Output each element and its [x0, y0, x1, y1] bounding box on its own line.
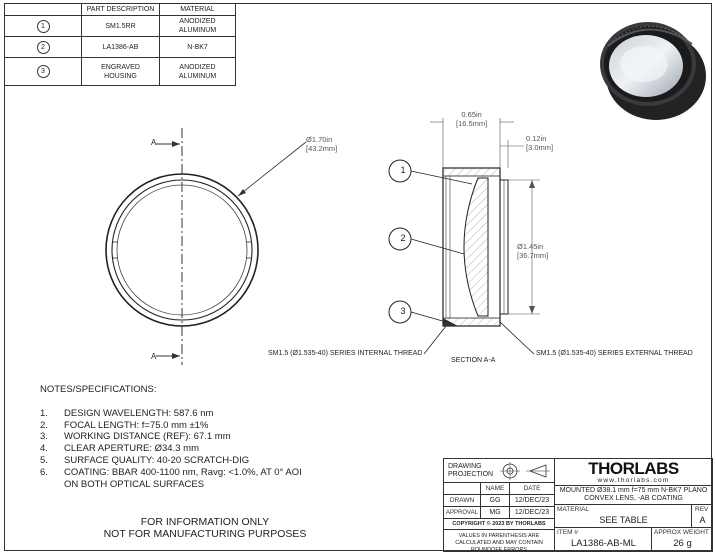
section-aa-label: SECTION A-A: [451, 357, 496, 364]
bom-row-desc: ENGRAVED HOUSING: [81, 57, 160, 86]
bom-header-material: MATERIAL: [159, 3, 236, 16]
iso-render-image: [600, 22, 706, 120]
disclaimer-line-1: FOR INFORMATION ONLY: [140, 516, 270, 528]
note-text: SURFACE QUALITY: 40-20 SCRATCH-DIG: [64, 454, 250, 466]
aperture-mm: [36.7mm]: [517, 251, 549, 260]
note-item: 2. FOCAL LENGTH: f=75.0 mm ±1%: [40, 420, 302, 432]
bom-row-material: ANODIZED ALUMINUM: [159, 57, 236, 86]
front-diameter-mm: [43.2mm]: [306, 144, 338, 153]
bom-header-num: [4, 3, 82, 16]
callout-3: 3: [400, 306, 406, 316]
bom-row-number: 2: [36, 40, 50, 54]
note-text: DESIGN WAVELENGTH: 587.6 nm: [64, 407, 214, 419]
logo-cell: THORLABS www.thorlabs.com: [555, 459, 713, 486]
part-description: MOUNTED Ø38.1 mm f=75 mm N-BK7 PLANO CON…: [555, 486, 713, 505]
depth-mm: [3.0mm]: [526, 143, 554, 152]
note-number: 3.: [40, 431, 48, 443]
front-diameter-dimension: Ø1.70in [43.2mm]: [306, 135, 337, 153]
note-text: ON BOTH OPTICAL SURFACES: [64, 478, 205, 490]
bom-row-number: 1: [36, 19, 50, 33]
weight-value: 26 g: [673, 538, 692, 549]
section-label-a-top: A: [151, 138, 157, 147]
bom-row: 1 SM1.5RR ANODIZED ALUMINUM: [4, 15, 236, 37]
bom-row-desc: LA1386-AB: [81, 36, 160, 58]
bom-row: 2 LA1386-AB N-BK7: [4, 36, 236, 58]
weight-cell: APPROX WEIGHT 26 g: [652, 528, 713, 552]
bom-row-desc: SM1.5RR: [81, 15, 160, 37]
blank-header-cell: [444, 483, 481, 495]
rev-label: REV: [695, 506, 709, 513]
bom-row-material: N-BK7: [159, 36, 236, 58]
depth-in: 0.12in: [526, 134, 547, 143]
approval-date: 12/DEC/23: [510, 507, 555, 519]
front-diameter-in: Ø1.70in: [306, 135, 333, 144]
width-dimension: 0.65in [16.5mm]: [456, 110, 487, 128]
drawn-name: GG: [481, 495, 510, 507]
disclaimer: FOR INFORMATION ONLY NOT FOR MANUFACTURI…: [100, 516, 310, 540]
bom-table: PART DESCRIPTION MATERIAL 1 SM1.5RR ANOD…: [4, 3, 236, 86]
note-item: 1. DESIGN WAVELENGTH: 587.6 nm: [40, 408, 302, 420]
material-value: SEE TABLE: [599, 515, 648, 525]
rev-cell: REV A: [692, 505, 713, 528]
callout-1: 1: [400, 165, 406, 175]
bom-row: 3 ENGRAVED HOUSING ANODIZED ALUMINUM: [4, 57, 236, 86]
item-value: LA1386-AB-ML: [571, 538, 636, 549]
note-number: [40, 479, 64, 491]
title-block: DRAWING PROJECTION NAME DATE DRAWN GG 12…: [443, 458, 713, 552]
thorlabs-website: www.thorlabs.com: [597, 477, 670, 484]
note-text: FOCAL LENGTH: f=75.0 mm ±1%: [64, 419, 209, 431]
aperture-in: Ø1.45in: [517, 242, 544, 251]
bom-row-material: ANODIZED ALUMINUM: [159, 15, 236, 37]
aperture-dimension: Ø1.45in [36.7mm]: [517, 242, 548, 260]
note-item: 5. SURFACE QUALITY: 40-20 SCRATCH-DIG: [40, 455, 302, 467]
bom-row-number: 3: [36, 65, 50, 78]
weight-label: APPROX WEIGHT: [654, 529, 709, 536]
drawn-label: DRAWN: [444, 495, 481, 507]
note-item: 4. CLEAR APERTURE: Ø34.3 mm: [40, 443, 302, 455]
date-header: DATE: [510, 483, 555, 495]
section-label-a-bottom: A: [151, 352, 157, 361]
note-text: COATING: BBAR 400-1100 nm, Ravg: <1.0%, …: [64, 466, 302, 478]
copyright-notice: COPYRIGHT © 2023 BY THORLABS: [444, 519, 555, 530]
depth-dimension: 0.12in [3.0mm]: [526, 134, 553, 152]
internal-thread-label: SM1.5 (Ø1.535-40) SERIES INTERNAL THREAD: [268, 350, 423, 357]
note-number: 2.: [40, 419, 48, 431]
note-item: 6. COATING: BBAR 400-1100 nm, Ravg: <1.0%…: [40, 467, 302, 479]
notes-block: NOTES/SPECIFICATIONS: 1. DESIGN WAVELENGT…: [40, 384, 302, 490]
item-label: ITEM #: [557, 529, 578, 536]
note-number: 5.: [40, 454, 48, 466]
note-number: 4.: [40, 443, 48, 455]
width-in: 0.65in: [461, 110, 482, 119]
external-thread-label: SM1.5 (Ø1.535-40) SERIES EXTERNAL THREAD: [536, 350, 693, 357]
material-label: MATERIAL: [557, 506, 590, 513]
note-number: 1.: [40, 407, 48, 419]
approval-label: APPROVAL: [444, 507, 481, 519]
drawn-date: 12/DEC/23: [510, 495, 555, 507]
notes-title: NOTES/SPECIFICATIONS:: [40, 384, 157, 395]
note-text: CLEAR APERTURE: Ø34.3 mm: [64, 443, 199, 455]
material-cell: MATERIAL SEE TABLE: [555, 505, 692, 528]
callout-2: 2: [400, 233, 406, 243]
drawing-projection-label: DRAWING PROJECTION: [448, 463, 494, 478]
drawing-frame: [4, 3, 712, 551]
name-header: NAME: [481, 483, 510, 495]
third-angle-projection-icon: [500, 462, 550, 480]
front-view-drawing: [105, 128, 307, 365]
thorlabs-logo: THORLABS: [588, 459, 679, 478]
section-view-drawing: [388, 118, 540, 355]
note-number: 6.: [40, 466, 48, 478]
note-item: ON BOTH OPTICAL SURFACES: [40, 479, 302, 491]
disclaimer-line-2: NOT FOR MANUFACTURING PURPOSES: [103, 528, 307, 540]
bom-header-desc: PART DESCRIPTION: [81, 3, 160, 16]
item-cell: ITEM # LA1386-AB-ML: [555, 528, 652, 552]
approval-name: MG: [481, 507, 510, 519]
values-note: VALUES IN PARENTHESIS ARE CALCULATED AND…: [444, 530, 555, 552]
note-text: WORKING DISTANCE (REF): 67.1 mm: [64, 431, 231, 443]
width-mm: [16.5mm]: [456, 119, 488, 128]
rev-value: A: [699, 515, 706, 525]
note-item: 3. WORKING DISTANCE (REF): 67.1 mm: [40, 431, 302, 443]
projection-cell: DRAWING PROJECTION: [444, 459, 555, 483]
